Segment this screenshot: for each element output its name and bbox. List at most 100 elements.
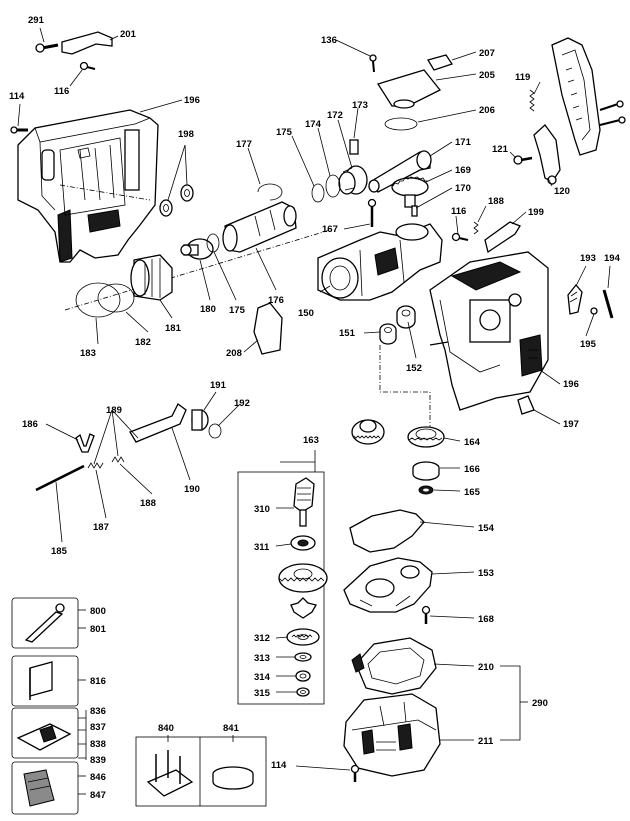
accessory-box-816: [11, 655, 79, 707]
part-169-gear: [391, 176, 429, 208]
accessory-box-840-841: [135, 736, 267, 807]
accessory-box-846: [11, 761, 79, 815]
label-121: 121: [492, 144, 509, 155]
label-193: 193: [580, 253, 596, 264]
label-171: 171: [455, 137, 472, 148]
part-315-washer: [296, 687, 310, 697]
part-196-rear-housing: [17, 109, 159, 263]
part-175-ring-mid: [206, 233, 220, 253]
label-166: 166: [464, 464, 480, 475]
label-153: 153: [478, 568, 494, 579]
label-838: 838: [90, 739, 106, 750]
label-312: 312: [254, 633, 270, 644]
label-168: 168: [478, 614, 494, 625]
label-846: 846: [90, 772, 106, 783]
part-312-clutch-disc: [286, 628, 320, 646]
part-194-rod: [602, 289, 614, 319]
label-837: 837: [90, 722, 106, 733]
label-185: 185: [51, 546, 68, 557]
label-840: 840: [158, 723, 174, 734]
label-313: 313: [254, 653, 270, 664]
label-201: 201: [120, 29, 137, 40]
label-315: 315: [254, 688, 271, 699]
label-191: 191: [210, 380, 227, 391]
label-211: 211: [478, 736, 494, 747]
part-150-gear-housing: [317, 223, 443, 301]
part-199-switch-lever: [484, 221, 521, 254]
part-191-cam: [191, 409, 209, 431]
label-841: 841: [223, 723, 240, 734]
part-180-spindle-end: [180, 238, 214, 260]
part-196-front-housing: [429, 251, 549, 411]
label-290: 290: [532, 698, 548, 709]
label-183: 183: [80, 348, 96, 359]
label-190: 190: [184, 484, 200, 495]
part-116-screw-top: [79, 61, 96, 71]
part-114-screw-left: [10, 126, 28, 134]
label-136: 136: [321, 35, 337, 46]
label-206: 206: [479, 105, 495, 116]
part-116-screw-mid: [451, 232, 469, 242]
part-170-pin: [411, 205, 418, 217]
label-176: 176: [268, 295, 284, 306]
label-175-top: 175: [276, 127, 293, 138]
label-208: 208: [226, 348, 242, 359]
part-210-base-frame: [351, 637, 437, 695]
label-836: 836: [90, 706, 106, 717]
part-164-gear: [407, 426, 445, 448]
part-190-lever: [129, 403, 187, 443]
part-187-spring: [87, 462, 104, 469]
part-195-screw: [590, 307, 598, 315]
part-168-screw: [421, 605, 431, 624]
label-116-top: 116: [54, 86, 69, 97]
part-181-collar: [130, 254, 173, 301]
part-172-piston: [338, 165, 368, 195]
part-152-bearing: [396, 305, 416, 329]
label-167: 167: [322, 224, 338, 235]
label-169: 169: [455, 165, 471, 176]
part-154-gasket: [349, 509, 425, 553]
label-847: 847: [90, 790, 106, 801]
part-193-switch: [567, 283, 583, 315]
part-188-spring-top: [473, 221, 479, 235]
part-151-bearing: [379, 323, 397, 345]
label-164: 164: [464, 437, 481, 448]
part-211-base: [343, 693, 441, 777]
label-180: 180: [200, 304, 216, 315]
label-310: 310: [254, 504, 270, 515]
label-196-front: 196: [563, 379, 579, 390]
part-201-clamp: [61, 31, 113, 55]
label-801: 801: [90, 624, 107, 635]
label-314: 314: [254, 672, 271, 683]
part-206-oring: [384, 117, 418, 131]
part-166-sleeve: [412, 461, 440, 481]
part-173-pin: [349, 139, 359, 155]
label-120: 120: [554, 186, 570, 197]
accessory-box-800: [11, 597, 79, 649]
label-207: 207: [479, 48, 495, 59]
part-114-screw-bottom: [350, 764, 360, 782]
label-152: 152: [406, 363, 422, 374]
accessory-box-836: [11, 707, 79, 759]
part-119-spring: [529, 89, 535, 112]
part-311-bearing: [290, 535, 316, 551]
label-119: 119: [515, 72, 530, 83]
label-196-rear: 196: [184, 95, 200, 106]
part-205-cover: [376, 69, 442, 109]
part-153-gear-cover: [343, 557, 433, 613]
part-313-washer: [294, 652, 312, 662]
label-210: 210: [478, 662, 494, 673]
part-186-fork: [75, 433, 95, 453]
leader-lines: [17, 27, 611, 795]
part-197-clip: [517, 395, 535, 415]
label-170: 170: [455, 183, 471, 194]
label-189: 189: [106, 405, 122, 416]
part-185-rod: [35, 464, 85, 492]
label-150: 150: [298, 308, 314, 319]
label-205: 205: [479, 70, 496, 81]
label-311: 311: [254, 542, 270, 553]
part-175-ring-top: [311, 183, 325, 203]
label-192: 192: [234, 398, 250, 409]
label-114-bottom: 114: [271, 760, 287, 771]
